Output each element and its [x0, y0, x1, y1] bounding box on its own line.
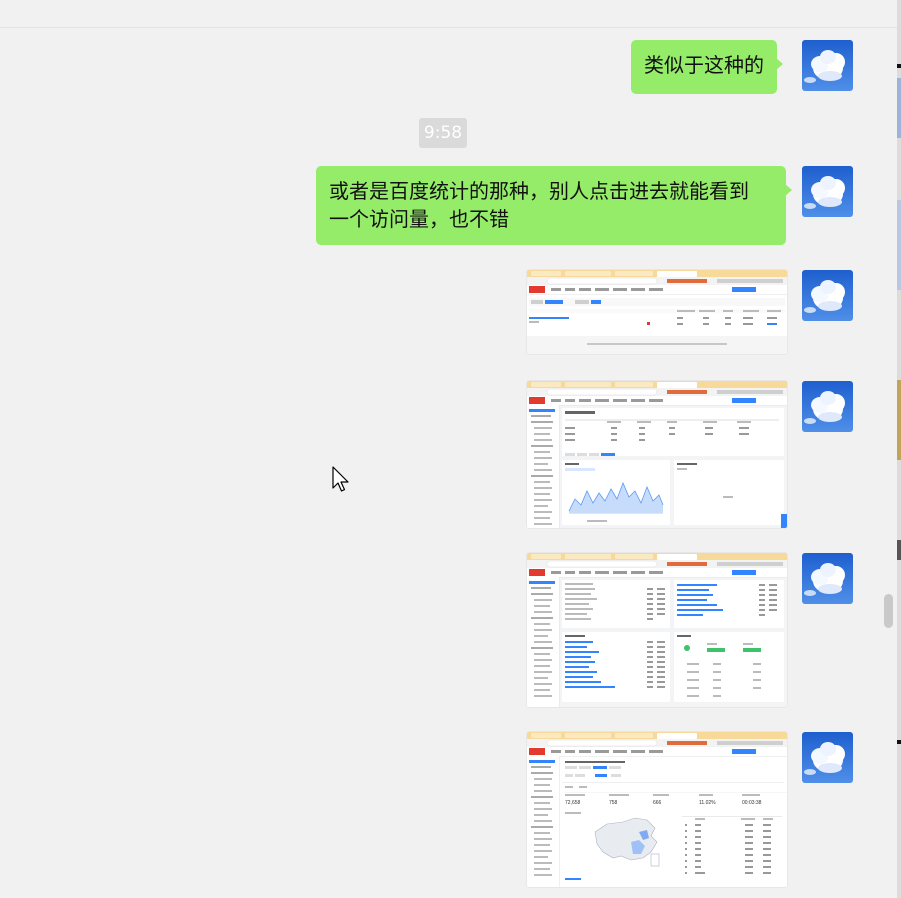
image-message-trend-chart[interactable]	[527, 381, 787, 528]
avatar[interactable]	[802, 270, 853, 321]
avatar[interactable]	[802, 166, 853, 217]
region-stat-value: 666	[653, 800, 662, 806]
chat-scrollbar[interactable]	[884, 594, 893, 628]
message-text: 类似于这种的	[644, 53, 764, 77]
avatar[interactable]	[802, 553, 853, 604]
message-bubble[interactable]: 或者是百度统计的那种，别人点击进去就能看到 一个访问量，也不错	[316, 166, 792, 245]
avatar-sky-cloud-icon	[802, 166, 853, 217]
message-text-line: 一个访问量，也不错	[329, 207, 509, 231]
title-bar	[0, 0, 897, 28]
baidu-tongji-region-map-thumbnail: 72,658 758 666 11.02% 00:03:38	[527, 732, 787, 887]
image-message-region-map[interactable]: 72,658 758 666 11.02% 00:03:38	[527, 732, 787, 887]
window-edge-strip	[897, 0, 901, 898]
avatar[interactable]	[802, 381, 853, 432]
mouse-cursor-icon	[332, 466, 349, 492]
avatar[interactable]	[802, 40, 853, 91]
avatar-sky-cloud-icon	[802, 270, 853, 321]
baidu-tongji-source-tables-thumbnail	[527, 553, 787, 707]
avatar-sky-cloud-icon	[802, 40, 853, 91]
message-timestamp: 9:58	[419, 118, 467, 148]
region-stat-value: 72,658	[565, 800, 581, 806]
chat-message-list[interactable]: 类似于这种的 9:58 或者是百度统计的那种，别人点击进去就能看到 一个访问量，…	[0, 28, 880, 898]
message-text-line: 或者是百度统计的那种，别人点击进去就能看到	[329, 179, 749, 203]
avatar-sky-cloud-icon	[802, 381, 853, 432]
region-stat-value: 00:03:38	[742, 800, 762, 806]
region-stat-value: 11.02%	[699, 800, 716, 806]
avatar[interactable]	[802, 732, 853, 783]
avatar-sky-cloud-icon	[802, 553, 853, 604]
message-bubble[interactable]: 类似于这种的	[631, 40, 783, 94]
image-message-site-list[interactable]	[527, 270, 787, 354]
avatar-sky-cloud-icon	[802, 732, 853, 783]
baidu-tongji-site-list-thumbnail	[527, 270, 787, 354]
region-stat-value: 758	[609, 800, 618, 806]
baidu-tongji-trend-chart-thumbnail	[527, 381, 787, 528]
image-message-source-tables[interactable]	[527, 553, 787, 707]
